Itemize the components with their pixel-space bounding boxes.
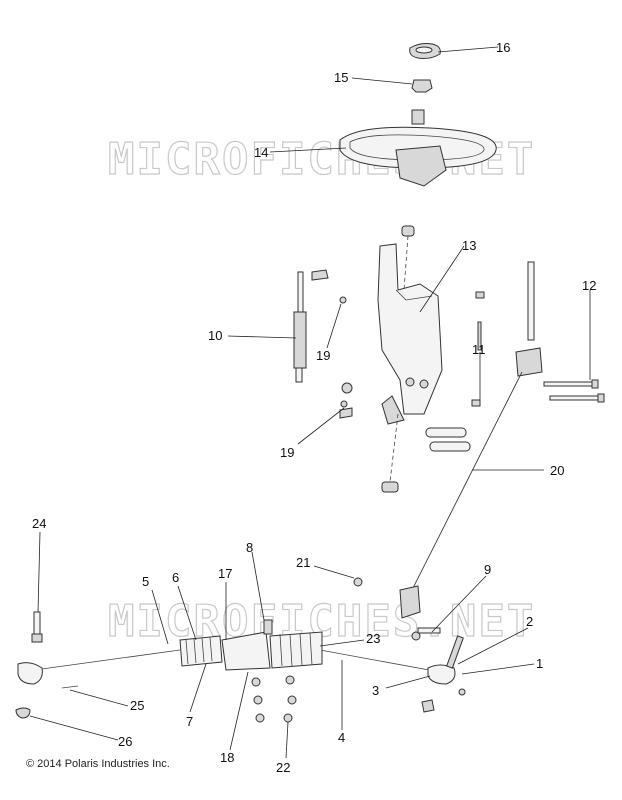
callout-21: 21 bbox=[296, 555, 310, 570]
callout-17: 17 bbox=[218, 566, 232, 581]
callout-6: 6 bbox=[172, 570, 179, 585]
bushing-tubes bbox=[425, 427, 471, 452]
callout-18: 18 bbox=[220, 750, 234, 765]
callout-2: 2 bbox=[526, 614, 533, 629]
callout-25: 25 bbox=[130, 698, 144, 713]
callout-19-upper: 19 bbox=[316, 348, 330, 363]
steering-wheel-cap bbox=[409, 43, 441, 59]
callout-7: 7 bbox=[186, 714, 193, 729]
rack-hardware bbox=[15, 577, 466, 723]
callout-4: 4 bbox=[338, 730, 345, 745]
callout-23: 23 bbox=[366, 631, 380, 646]
steering-column-bracket bbox=[377, 225, 443, 493]
callout-12: 12 bbox=[582, 278, 596, 293]
intermediate-shaft bbox=[399, 261, 543, 619]
long-bolts bbox=[543, 379, 605, 403]
callout-15: 15 bbox=[334, 70, 348, 85]
steering-wheel-nut bbox=[411, 79, 433, 93]
callout-8: 8 bbox=[246, 540, 253, 555]
callout-26: 26 bbox=[118, 734, 132, 749]
callout-14: 14 bbox=[254, 145, 268, 160]
callout-3: 3 bbox=[372, 683, 379, 698]
small-fasteners bbox=[339, 291, 485, 419]
steering-wheel bbox=[339, 109, 497, 187]
gas-spring bbox=[293, 269, 329, 383]
callout-13: 13 bbox=[462, 238, 476, 253]
callout-19-lower: 19 bbox=[280, 445, 294, 460]
callout-11: 11 bbox=[472, 342, 486, 357]
callout-24: 24 bbox=[32, 516, 46, 531]
callout-20: 20 bbox=[550, 463, 564, 478]
callout-10: 10 bbox=[208, 328, 222, 343]
copyright-text: © 2014 Polaris Industries Inc. bbox=[26, 758, 170, 770]
callout-16: 16 bbox=[496, 40, 510, 55]
leader-lines bbox=[29, 46, 591, 759]
callout-9: 9 bbox=[484, 562, 491, 577]
steering-rack bbox=[17, 619, 456, 685]
callout-5: 5 bbox=[142, 574, 149, 589]
callout-22: 22 bbox=[276, 760, 290, 775]
callout-numbers: 1 2 3 4 5 6 7 8 9 10 11 12 13 14 15 16 1… bbox=[32, 40, 596, 775]
callout-1: 1 bbox=[536, 656, 543, 671]
